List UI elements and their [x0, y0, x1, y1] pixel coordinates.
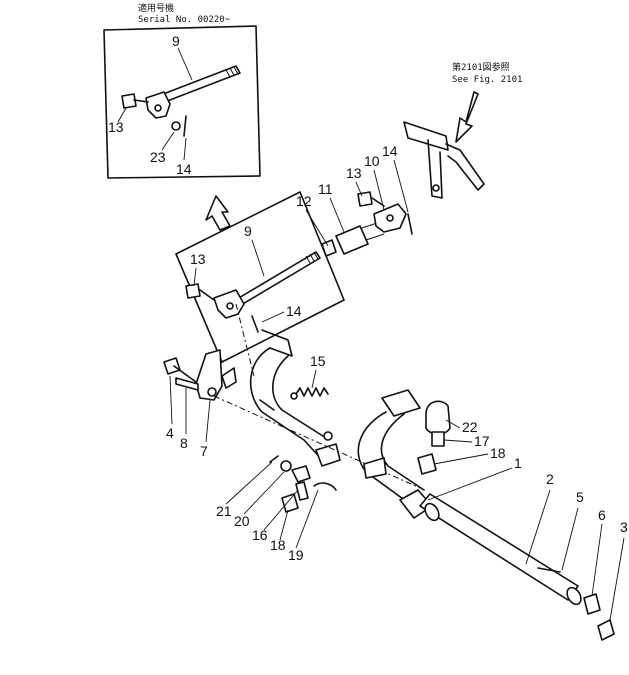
callout-7: 7 — [200, 443, 208, 459]
callout-4: 4 — [166, 425, 174, 441]
lower-hardware — [269, 455, 337, 513]
serial-number-label: Serial No. 00220~ — [138, 15, 231, 25]
callout-19: 19 — [288, 547, 304, 563]
reference-fig-en: See Fig. 2101 — [452, 75, 522, 85]
callout-18-lower: 18 — [270, 537, 286, 553]
upper-link-bracket — [403, 121, 485, 199]
callout-13-main: 13 — [190, 251, 206, 267]
inset-rod-assembly — [121, 65, 241, 137]
up-arrow-icon — [205, 195, 231, 231]
callout-14-upper: 14 — [382, 143, 398, 159]
callout-15: 15 — [310, 353, 326, 369]
callout-1: 1 — [514, 455, 522, 471]
upper-clevis-assembly — [321, 191, 413, 257]
cross-shaft — [399, 489, 582, 606]
callout-9-main: 9 — [244, 223, 252, 239]
lever-assembly — [163, 349, 237, 401]
callout-8: 8 — [180, 435, 188, 451]
applicable-serial-label-jp: 適用号機 — [138, 2, 174, 14]
callout-3: 3 — [620, 519, 628, 535]
callout-16: 16 — [252, 527, 268, 543]
shaft-end-parts — [583, 593, 615, 641]
callout-14-main: 14 — [286, 303, 302, 319]
callout-23: 23 — [150, 149, 166, 165]
callout-5: 5 — [576, 489, 584, 505]
center-line — [213, 395, 421, 489]
callout-6: 6 — [598, 507, 606, 523]
callout-22: 22 — [462, 419, 478, 435]
reference-arrow-icon — [455, 91, 479, 143]
callout-2: 2 — [546, 471, 554, 487]
callout-21: 21 — [216, 503, 232, 519]
inset-box — [103, 25, 261, 179]
callout-20: 20 — [234, 513, 250, 529]
callout-9-inset: 9 — [172, 33, 180, 49]
callout-17: 17 — [474, 433, 490, 449]
callout-13-inset: 13 — [108, 119, 124, 135]
reference-fig-jp: 第2101図参照 — [452, 61, 510, 73]
left-pedal-arm — [249, 329, 341, 467]
callout-18-upper: 18 — [490, 445, 506, 461]
main-rod-assembly — [185, 251, 321, 333]
knob-assembly — [417, 400, 451, 475]
main-group-box — [175, 191, 345, 363]
callout-10: 10 — [364, 153, 380, 169]
right-pedal-arm — [357, 389, 425, 505]
callout-13-upper: 13 — [346, 165, 362, 181]
callout-14-inset: 14 — [176, 161, 192, 177]
callout-11: 11 — [318, 181, 333, 197]
center-line-2 — [235, 303, 255, 377]
spring — [290, 387, 329, 400]
